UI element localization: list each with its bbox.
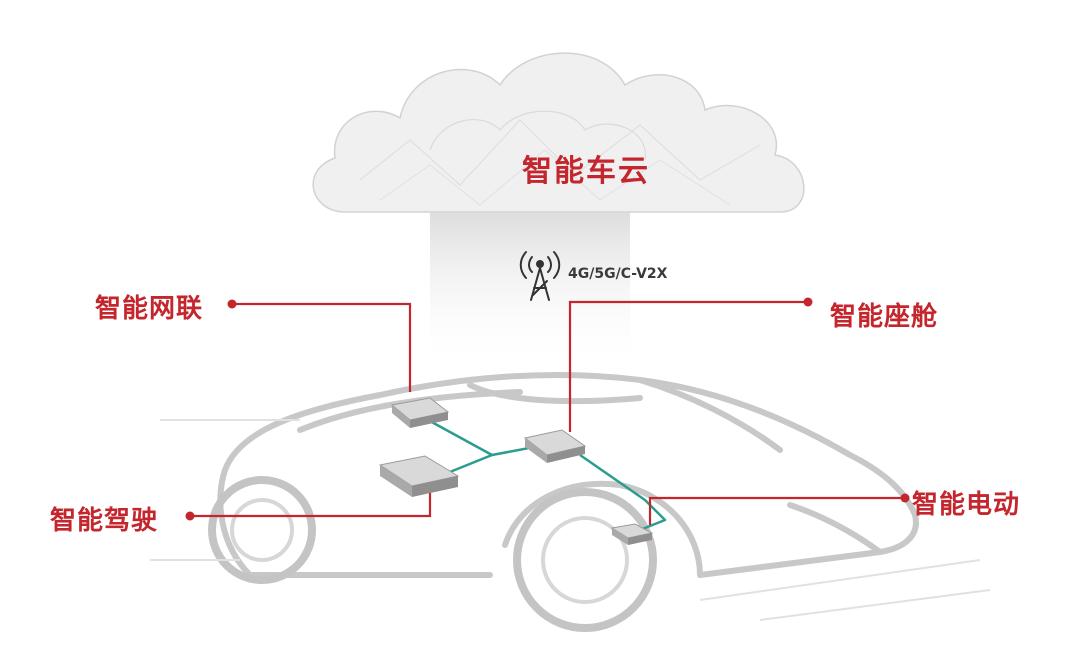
- ecu-driving: [378, 455, 460, 497]
- cloud-title: 智能车云: [522, 154, 650, 189]
- car-outline-icon: [217, 372, 919, 578]
- label-driving: 智能驾驶: [50, 506, 159, 536]
- signal-fog: [430, 212, 630, 372]
- ecu-cockpit: [523, 429, 587, 463]
- callout-lines: [190, 300, 905, 525]
- cell-tower-icon: [519, 251, 561, 301]
- label-electric: 智能电动: [912, 490, 1021, 520]
- label-cockpit: 智能座舱: [830, 302, 939, 332]
- speed-lines: [150, 419, 991, 621]
- ecu-connectivity: [390, 397, 450, 428]
- ecu-electric: [610, 523, 654, 545]
- network-label: 4G/5G/C-V2X: [568, 266, 668, 282]
- cloud-icon: [312, 52, 805, 213]
- callout-dots: [185, 297, 910, 521]
- label-connectivity: 智能网联: [95, 294, 204, 324]
- car-wheels: [208, 476, 657, 632]
